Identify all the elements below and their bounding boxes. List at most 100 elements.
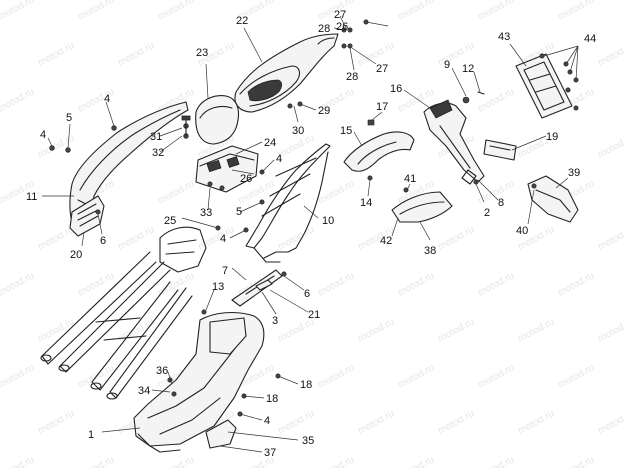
callout-7: 7 [222,265,228,277]
watermark-text: motod.ru [596,316,625,344]
parts [40,19,579,453]
watermark-text: motod.ru [556,270,596,298]
watermark-text: motod.ru [476,362,516,390]
watermark-text: motod.ru [316,454,356,468]
part-seat-pad [195,95,240,145]
leader-lines [42,15,579,453]
callout-16: 16 [390,83,402,95]
watermark-text: motod.ru [476,178,516,206]
watermark-text: motod.ru [476,86,516,114]
watermark-text: motod.ru [516,316,556,344]
part-bolts-top [462,91,485,104]
callout-23: 23 [196,47,208,59]
watermark-text: motod.ru [276,408,316,436]
part-electric-tray [195,145,259,193]
callout-20: 20 [70,249,82,261]
fasteners [49,19,579,417]
watermark-text: motod.ru [0,362,36,390]
callout-13: 13 [212,281,224,293]
callout-38: 38 [424,245,436,257]
watermark-text: motod.ru [436,316,476,344]
watermark-text: motod.ru [356,408,396,436]
watermark-text: motod.ru [76,454,116,468]
callout-8: 8 [498,197,504,209]
part-right-tail-bracket [245,143,331,263]
callout-28: 28 [346,71,358,83]
watermark-text: motod.ru [596,408,625,436]
callout-11: 11 [26,191,37,203]
callout-1: 1 [88,429,94,441]
watermark-text: motod.ru [556,0,596,23]
callout-4: 4 [220,233,226,245]
part-license-plate-bracket [515,53,573,119]
watermark-text: motod.ru [476,270,516,298]
watermark-text: motod.ru [596,132,625,160]
watermark-text: motod.ru [156,0,196,23]
callout-29: 29 [318,105,330,117]
watermark-text: motod.ru [396,454,436,468]
watermark-text: motod.ru [0,270,36,298]
watermark-text: motod.ru [556,454,596,468]
watermark-text: motod.ru [156,454,196,468]
part-indicator-bracket [527,175,579,223]
callout-6: 6 [100,235,106,247]
watermark-text: motod.ru [396,270,436,298]
callout-5: 5 [236,206,242,218]
watermark-text: motod.ru [396,362,436,390]
callout-39: 39 [568,167,580,179]
callout-19: 19 [546,131,558,143]
callout-4: 4 [276,153,282,165]
callout-32: 32 [152,147,164,159]
callout-43: 43 [498,31,510,43]
watermark-text: motod.ru [156,270,196,298]
callout-30: 30 [292,125,304,137]
callout-27: 27 [376,63,388,75]
callout-26: 26 [336,21,348,33]
watermark-text: motod.ru [116,40,156,68]
callout-5: 5 [66,112,72,124]
part-subframe [40,226,265,453]
callout-9: 9 [444,59,450,71]
watermark-text: motod.ru [596,40,625,68]
watermark-text: motod.ru [156,178,196,206]
watermark-text: motod.ru [36,40,76,68]
callout-4: 4 [40,129,46,141]
callout-4: 4 [104,93,110,105]
part-reflector [483,139,517,161]
watermark-text: motod.ru [476,454,516,468]
callout-34: 34 [138,385,150,397]
watermark-text: motod.ru [76,270,116,298]
callout-2: 2 [484,207,490,219]
callout-24: 24 [264,137,276,149]
callout-21: 21 [308,309,320,321]
callout-14: 14 [360,197,372,209]
part-tail-fairing [234,33,339,113]
callout-36: 36 [156,365,168,377]
callout-33: 33 [200,207,212,219]
watermark-text: motod.ru [316,270,356,298]
callout-44: 44 [584,33,596,45]
watermark-text: motod.ru [436,408,476,436]
watermark-text: motod.ru [116,316,156,344]
callout-40: 40 [516,225,528,237]
callout-41: 41 [404,173,416,185]
callout-6: 6 [304,288,310,300]
callout-25: 25 [164,215,176,227]
watermark-text: motod.ru [556,362,596,390]
callout-4: 4 [264,415,270,427]
callout-42: 42 [380,235,392,247]
part-clip [367,119,375,126]
callout-27: 27 [334,9,346,21]
callout-10: 10 [322,215,334,227]
callouts: 1 2 3 4 4 4 4 4 5 5 6 6 7 8 9 10 11 12 1… [26,9,596,459]
callout-22: 22 [236,15,248,27]
watermark-text: motod.ru [356,316,396,344]
watermark-text: motod.ru [36,408,76,436]
watermark-text: motod.ru [116,224,156,252]
watermark-text: motod.ru [436,224,476,252]
part-rail-piece [231,269,283,307]
callout-31: 31 [150,131,162,143]
callout-3: 3 [272,315,278,327]
callout-28: 28 [318,23,330,35]
